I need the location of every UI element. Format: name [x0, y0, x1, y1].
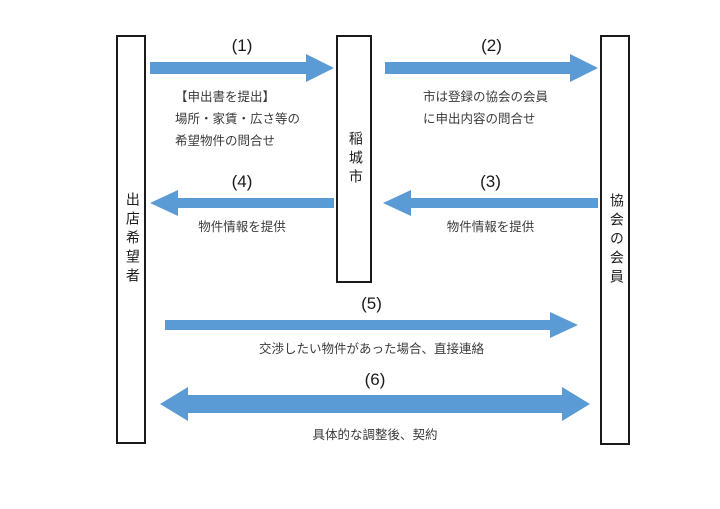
- flow-number-2: (2): [481, 36, 502, 55]
- flow-arrow-1: [150, 54, 334, 82]
- flow-caption-5: 交渉したい物件があった場合、直接連絡: [258, 341, 484, 356]
- flow-number-6: (6): [364, 370, 386, 389]
- actor-column-applicant: 出店希望者: [116, 35, 146, 444]
- flow-arrow-5: [165, 312, 578, 338]
- actor-column-city: 稲城市: [336, 35, 372, 283]
- actor-label-member: 協会の会員: [607, 192, 624, 288]
- flow-arrow-6: [160, 385, 590, 423]
- flow-arrow-2: [385, 54, 598, 82]
- actor-column-member: 協会の会員: [600, 35, 630, 445]
- flow-arrow-4: [150, 190, 334, 216]
- flow-number-5: (5): [361, 294, 382, 313]
- flow-caption-2: 市は登録の協会の会員 に申出内容の問合せ: [423, 89, 549, 126]
- flow-arrow-3: [383, 190, 598, 216]
- flow-caption-3: 物件情報を提供: [446, 219, 535, 234]
- flow-caption-1: 【申出書を提出】 場所・家賃・広さ等の 希望物件の問合せ: [175, 89, 301, 148]
- flow-caption-4: 物件情報を提供: [198, 219, 286, 234]
- flow-number-1: (1): [231, 36, 253, 55]
- flow-number-4: (4): [231, 172, 253, 191]
- actor-label-applicant: 出店希望者: [123, 192, 140, 287]
- flow-caption-6: 具体的な調整後、契約: [312, 427, 438, 442]
- actor-label-city: 稲城市: [346, 130, 363, 188]
- flow-number-3: (3): [480, 172, 501, 191]
